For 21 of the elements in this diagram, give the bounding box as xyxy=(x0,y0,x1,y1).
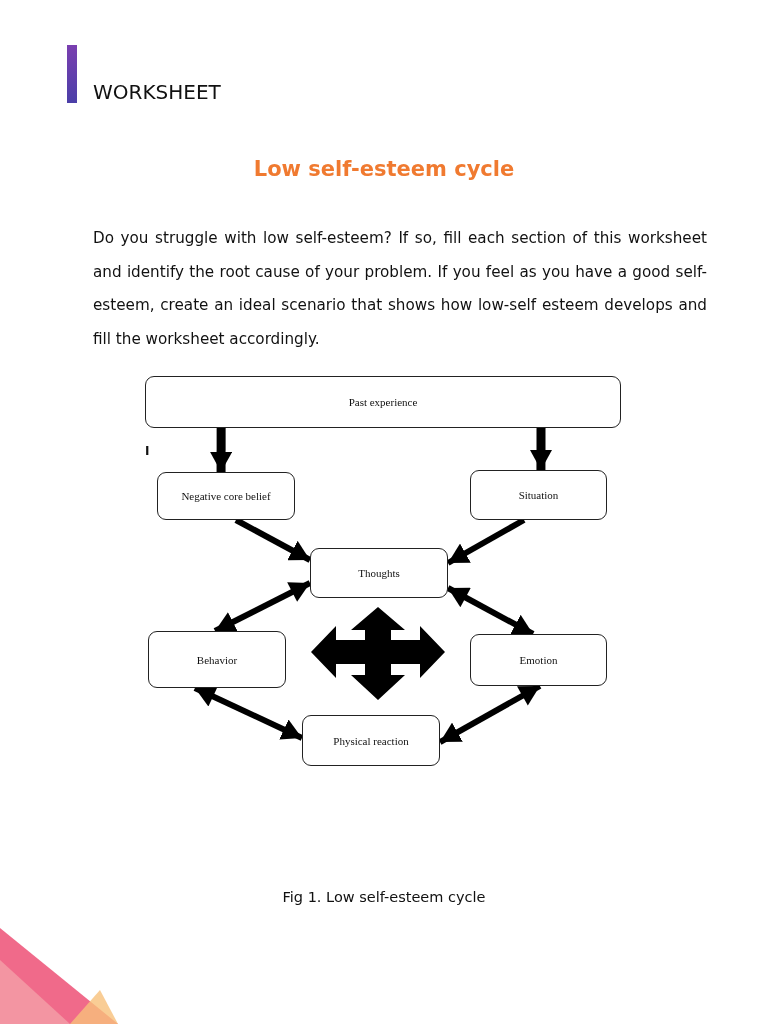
arrow xyxy=(530,428,552,470)
arrow xyxy=(210,428,233,472)
caption: Fig 1. Low self-esteem cycle xyxy=(281,889,487,905)
process-box xyxy=(157,472,295,520)
process-box xyxy=(470,470,607,520)
box-label: Emotion xyxy=(519,654,558,666)
process-box xyxy=(470,634,607,686)
box-label: Behavior xyxy=(196,653,238,666)
box-label: Negative core belief xyxy=(181,490,271,502)
process-box xyxy=(310,548,448,598)
stray-mark: I xyxy=(145,444,150,458)
process-box xyxy=(302,715,440,766)
header-subtitle: WORKSHEET xyxy=(93,80,221,104)
process-box xyxy=(145,376,621,428)
box-label: Situation xyxy=(518,489,559,501)
box-label: Past experience xyxy=(348,396,418,408)
process-box xyxy=(148,631,286,688)
box-label: Thoughts xyxy=(358,567,400,579)
title: Low self-esteem cycle xyxy=(252,157,516,181)
box-label: Physical reaction xyxy=(333,734,409,747)
paragraph: Do you struggle with low self-esteem? If so, fill each section of this worksheet and identify the root cause of your problem. If you feel as you have a good self-esteem, create an ideal scenario that shows how low-self esteem develops and fill the worksheet accordingly. xyxy=(93,228,707,350)
